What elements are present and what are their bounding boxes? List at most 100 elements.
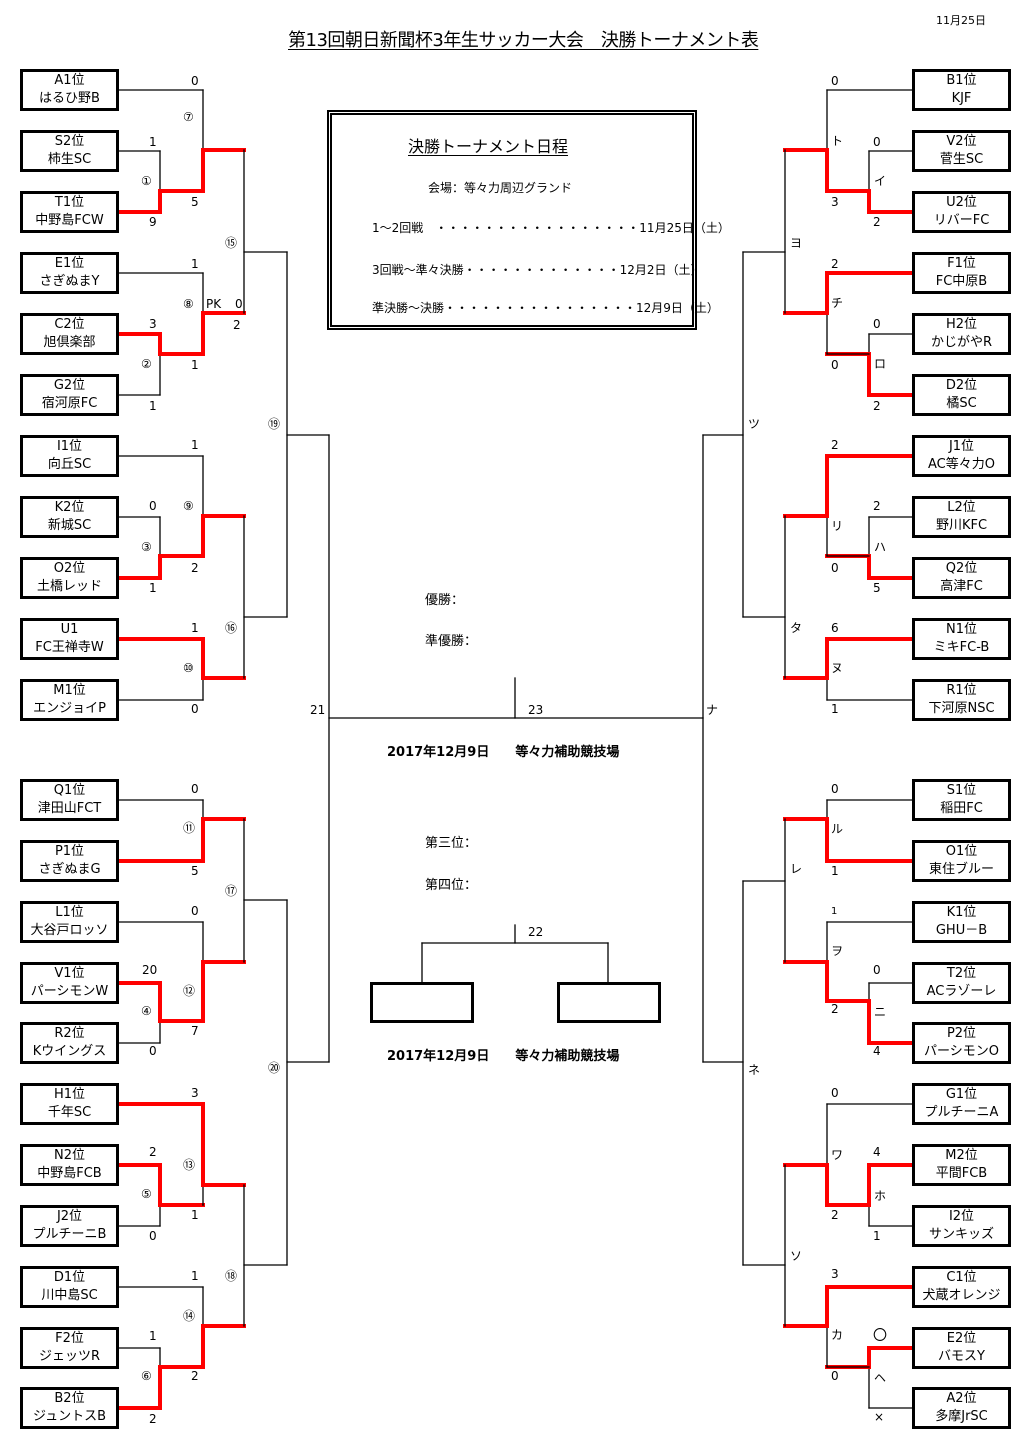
team-seed: D2位 [945, 378, 978, 393]
fourth-place-label: 第四位： [425, 878, 478, 893]
score: 1 [191, 358, 199, 372]
team-name: 多摩JrSC [935, 1409, 988, 1424]
schedule-date: 12月9日（土） [636, 301, 719, 315]
runner-up-label: 準優勝： [425, 634, 478, 649]
score: 0 [831, 1086, 839, 1100]
team-name: ジェッツR [38, 1349, 101, 1364]
left-team-box: M1位エンジョイP [20, 679, 119, 721]
match-number: ソ [790, 1249, 803, 1263]
match-number: ロ [874, 357, 887, 371]
third-place-label: 第三位： [425, 836, 478, 851]
score: 0 [873, 963, 881, 977]
left-team-box: K2位新城SC [20, 496, 119, 538]
team-name: 野川KFC [935, 518, 988, 533]
score: 5 [191, 864, 199, 878]
team-name: 下河原NSC [928, 701, 995, 716]
third-place-team-left [370, 982, 474, 1023]
final-venue-date: 2017年12月9日 等々力補助競技場 [387, 745, 620, 760]
team-name: 犬蔵オレンジ [922, 1288, 1001, 1303]
team-name: 柿生SC [47, 152, 92, 167]
champion-label: 優勝： [425, 593, 465, 608]
team-seed: A1位 [54, 73, 85, 88]
team-seed: T1位 [54, 195, 85, 210]
team-name: 津田山FCT [37, 801, 102, 816]
score: 20 [142, 963, 158, 977]
team-seed: P2位 [946, 1026, 977, 1041]
score: 1 [191, 438, 199, 452]
right-team-box: V2位菅生SC [912, 130, 1011, 172]
team-seed: J2位 [56, 1209, 83, 1224]
pk-label: PK [206, 297, 222, 311]
left-team-box: C2位旭倶楽部 [20, 313, 119, 355]
left-team-box: B2位ジュントスB [20, 1387, 119, 1429]
score: 5 [873, 581, 881, 595]
team-seed: K2位 [54, 500, 85, 515]
match-number: ② [141, 357, 152, 371]
team-seed: I2位 [948, 1209, 975, 1224]
team-name: 橘SC [946, 396, 977, 411]
team-name: ジュントスB [32, 1409, 106, 1424]
team-name: ACラゾーレ [926, 984, 997, 999]
right-team-box: S1位稲田FC [912, 779, 1011, 821]
right-team-box: P2位パーシモンO [912, 1022, 1011, 1064]
match-number: ⑦ [183, 110, 194, 124]
schedule-title: 決勝トーナメント日程 [408, 137, 569, 156]
match-number: ネ [748, 1063, 761, 1077]
left-team-box: I1位向丘SC [20, 435, 119, 477]
team-seed: Q1位 [53, 783, 86, 798]
score: 2 [831, 1002, 839, 1016]
right-team-box: C1位犬蔵オレンジ [912, 1266, 1011, 1308]
right-team-box: G1位プルチーニA [912, 1083, 1011, 1125]
team-seed: F1位 [947, 256, 976, 271]
score: 2 [831, 438, 839, 452]
team-seed: F2位 [55, 1331, 84, 1346]
team-name: 新城SC [47, 518, 92, 533]
match-number: ③ [141, 540, 152, 554]
score: 2 [831, 257, 839, 271]
team-name: パーシモンO [924, 1044, 999, 1059]
team-name: 旭倶楽部 [43, 335, 96, 350]
team-seed: S1位 [946, 783, 977, 798]
team-seed: B1位 [946, 73, 977, 88]
score: 3 [149, 317, 157, 331]
left-team-box: H1位千年SC [20, 1083, 119, 1125]
match-number: ⑭ [183, 1309, 196, 1323]
team-seed: C2位 [54, 317, 85, 332]
team-seed: Q2位 [945, 561, 978, 576]
match-number: ⑲ [268, 417, 281, 431]
team-name: 中野島FCB [37, 1166, 102, 1181]
score: 0 [191, 74, 199, 88]
left-team-box: Q1位津田山FCT [20, 779, 119, 821]
team-seed: L1位 [55, 905, 84, 920]
final-match-number: 23 [528, 703, 544, 717]
team-seed: P1位 [54, 844, 85, 859]
right-team-box: A2位多摩JrSC [912, 1387, 1011, 1429]
score: 1 [191, 257, 199, 271]
right-team-box: L2位野川KFC [912, 496, 1011, 538]
team-name: 向丘SC [47, 457, 92, 472]
score: 3 [831, 195, 839, 209]
match-number: レ [790, 862, 803, 876]
match-number: カ [831, 1328, 844, 1342]
score: 0 [191, 782, 199, 796]
score: 6 [831, 621, 839, 635]
team-name: GHU－B [935, 923, 988, 938]
pk-score: 2 [233, 318, 241, 332]
left-team-box: A1位はるひ野B [20, 69, 119, 111]
team-name: エンジョイP [33, 701, 106, 716]
team-name: さぎぬまY [39, 274, 100, 289]
team-name: かじがやR [930, 335, 993, 350]
team-seed: H1位 [53, 1087, 86, 1102]
schedule-date: 11月25日（土） [639, 221, 730, 235]
score: 2 [873, 499, 881, 513]
match-number: ⑩ [183, 661, 194, 675]
match-number: ⑧ [183, 297, 194, 311]
match-number: タ [790, 621, 803, 635]
match-number: ニ [874, 1005, 887, 1019]
score: 7 [191, 1024, 199, 1038]
schedule-row: 3回戦～準々決勝・・・・・・・・・・・・・12月2日（土） [372, 261, 703, 278]
right-team-box: E2位バモスY [912, 1327, 1011, 1369]
score: 0 [831, 561, 839, 575]
